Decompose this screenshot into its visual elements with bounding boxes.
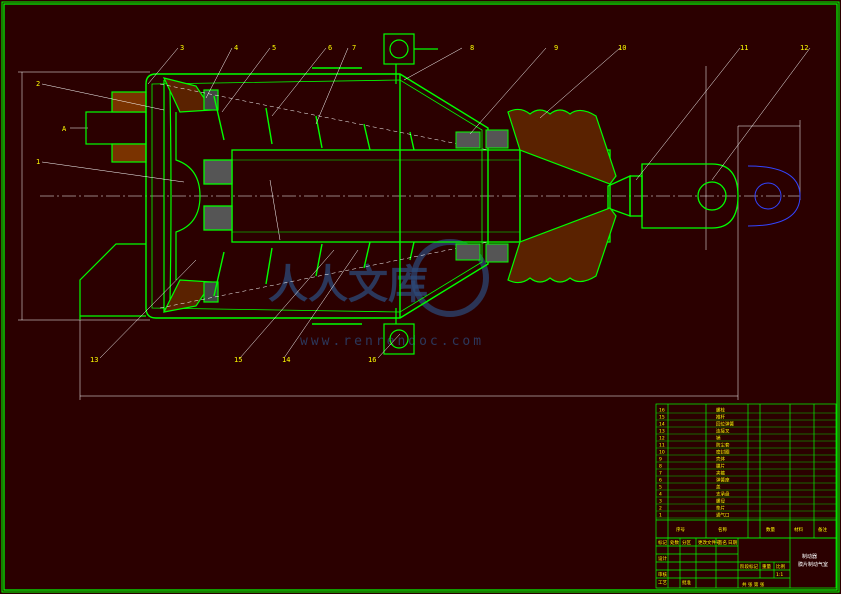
part-label-4: 4 xyxy=(234,44,238,52)
part-label-1: 1 xyxy=(36,158,40,166)
bom-row-no: 3 xyxy=(659,499,662,505)
title-label-count: 处数 xyxy=(670,539,679,546)
bom-row-no: 7 xyxy=(659,471,662,477)
bom-row-no: 8 xyxy=(659,464,662,470)
title-label-design: 设计 xyxy=(658,555,667,562)
pin-view xyxy=(747,165,801,227)
bom-row-name: 壳体 xyxy=(716,456,725,463)
part-label-10: 10 xyxy=(618,44,626,52)
bom-table xyxy=(655,403,837,539)
bom-header-name: 名称 xyxy=(718,526,727,533)
clamp-bolt-bottom xyxy=(383,308,415,355)
part-label-12: 12 xyxy=(800,44,808,52)
seal-rings xyxy=(455,129,509,263)
bom-row-no: 1 xyxy=(659,513,662,519)
title-label-stage: 阶段标记 xyxy=(740,563,758,570)
title-label-sheets: 共 张 第 张 xyxy=(742,581,765,588)
housing xyxy=(145,67,489,325)
bom-header-note: 备注 xyxy=(818,526,827,533)
bom-row-name: 防尘套 xyxy=(716,442,730,449)
watermark-cn: 人人文库 xyxy=(268,262,428,308)
bom-row-no: 13 xyxy=(659,429,665,435)
title-label-sign: 签名 xyxy=(718,539,727,546)
title-label-process: 工艺 xyxy=(658,580,667,586)
bom-row-no: 11 xyxy=(659,443,665,449)
push-rod xyxy=(203,149,643,243)
title-label-change: 更改文件号 xyxy=(698,539,721,546)
title-name-line1: 制动器 xyxy=(802,553,817,560)
dimensions xyxy=(18,66,801,400)
return-spring xyxy=(213,95,415,297)
bom-row-no: 2 xyxy=(659,506,662,512)
view-letter: A xyxy=(62,125,67,133)
title-label-check: 审核 xyxy=(658,571,667,578)
bom-row-no: 15 xyxy=(659,415,665,421)
bom-row-name: 螺母 xyxy=(716,498,725,505)
watermark-url: www.renrendoc.com xyxy=(300,334,484,349)
leaders xyxy=(41,47,811,359)
part-label-3: 3 xyxy=(180,44,184,52)
part-label-2: 2 xyxy=(36,80,40,88)
bom-row-no: 6 xyxy=(659,478,662,484)
clamp-bolt-top xyxy=(383,33,438,84)
bom-row-name: 螺栓 xyxy=(716,407,725,414)
part-label-13: 13 xyxy=(90,356,98,364)
title-scale: 1:1 xyxy=(776,572,783,578)
bom-row-no: 5 xyxy=(659,485,662,491)
part-label-14: 14 xyxy=(282,356,290,364)
bom-row-name: 通气口 xyxy=(716,512,730,519)
bom-header-qty: 数量 xyxy=(766,526,775,533)
bom-row-name: 夹箍 xyxy=(716,470,725,477)
part-label-5: 5 xyxy=(272,44,276,52)
bom-row-no: 12 xyxy=(659,436,665,442)
title-name-line2: 膜片制动气室 xyxy=(798,561,828,568)
bom-header-no: 序号 xyxy=(676,526,685,533)
part-label-7: 7 xyxy=(352,44,356,52)
bom-row-name: 支承盘 xyxy=(716,491,730,498)
bom-row-no: 4 xyxy=(659,492,662,498)
mount-block xyxy=(79,91,147,320)
title-label-mark: 标记 xyxy=(658,539,667,546)
bom-row-name: 盖 xyxy=(716,484,721,491)
part-label-16: 16 xyxy=(368,356,376,364)
part-label-6: 6 xyxy=(328,44,332,52)
bom-row-name: 回位弹簧 xyxy=(716,421,734,428)
bom-row-no: 9 xyxy=(659,457,662,463)
bom-row-name: 密封圈 xyxy=(716,449,730,456)
bom-row-name: 弹簧座 xyxy=(716,477,730,484)
bom-row-no: 10 xyxy=(659,450,665,456)
bom-header-material: 材料 xyxy=(794,526,803,533)
title-label-date: 日期 xyxy=(728,540,737,546)
title-block xyxy=(655,537,837,589)
part-label-9: 9 xyxy=(554,44,558,52)
bom-row-no: 16 xyxy=(659,408,665,414)
bom-row-name: 膜片 xyxy=(716,463,725,470)
part-label-8: 8 xyxy=(470,44,474,52)
inner-frame xyxy=(3,3,838,591)
part-label-15: 15 xyxy=(234,356,242,364)
title-label-approve: 批准 xyxy=(682,579,691,586)
title-label-zone: 分区 xyxy=(682,539,691,546)
title-label-weight: 重量 xyxy=(762,563,771,570)
part-label-11: 11 xyxy=(740,44,748,52)
bom-row-name: 销 xyxy=(716,435,721,442)
bom-row-name: 垫片 xyxy=(716,505,725,512)
title-label-scale: 比例 xyxy=(776,563,785,570)
dust-boot xyxy=(507,108,617,284)
bom-row-name: 推杆 xyxy=(716,414,725,421)
bom-row-name: 连接叉 xyxy=(716,428,730,435)
bom-row-no: 14 xyxy=(659,422,665,428)
diaphragm xyxy=(162,77,219,313)
